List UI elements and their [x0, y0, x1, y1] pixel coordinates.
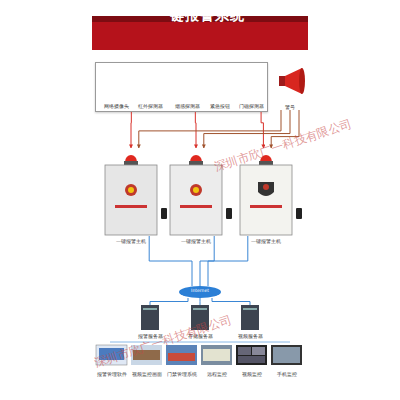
node-label: 手机监控	[264, 371, 309, 377]
node-label: 一键报警主机	[99, 238, 163, 244]
diagram-title: 一键报警系统	[0, 7, 400, 23]
connector	[150, 298, 188, 305]
sensor-panel: 网络摄像头红外探测器烟感探测器紧急按钮门磁探测器	[95, 62, 268, 112]
connector	[212, 298, 250, 305]
alarm-host-icons	[105, 155, 292, 235]
node-label: 报警管理软件	[89, 371, 134, 377]
node-label: 红外探测器	[128, 103, 172, 109]
screen: 门禁管理系统	[165, 345, 198, 377]
node-label: 警号	[266, 104, 314, 110]
connector	[195, 112, 197, 148]
node-label: 视频监控画面	[124, 371, 169, 377]
sensor-item: 烟感探测器	[171, 67, 203, 109]
watermark: 深圳市欣广一科技有限公司	[212, 116, 354, 177]
sensor-item: 门磁探测器	[236, 67, 266, 109]
node-label: 视频监控	[229, 371, 274, 377]
node-label: 网络摄像头	[94, 103, 138, 109]
network-cloud: Internet	[180, 286, 220, 298]
phone-icons	[161, 208, 302, 219]
node-label: 远程监控	[194, 371, 239, 377]
connector	[208, 236, 248, 286]
alarm-host: 一键报警主机	[105, 148, 157, 236]
screen: 手机监控	[270, 345, 303, 377]
node-label: 紧急按钮	[198, 103, 242, 109]
node-label: 一键报警主机	[234, 238, 298, 244]
node-label: Internet	[174, 288, 226, 294]
siren-icon	[279, 68, 305, 94]
siren: 警号	[272, 66, 308, 110]
sensor-item: 红外探测器	[134, 67, 166, 109]
node-label: 门磁探测器	[230, 103, 272, 109]
screen: 视频监控	[235, 345, 268, 377]
watermark: 深圳市欣广一科技有限公司	[92, 312, 234, 373]
sensor-item: 网络摄像头	[100, 67, 132, 109]
sensor-item: 紧急按钮	[204, 67, 236, 109]
connector	[149, 236, 192, 286]
screen: 远程监控	[200, 345, 233, 377]
connector	[200, 298, 201, 305]
connector	[139, 110, 281, 148]
node-label: 视频服务器	[226, 333, 274, 339]
connector	[200, 236, 214, 286]
connector	[131, 112, 132, 148]
server: 视频服务器	[232, 305, 268, 339]
node-label: 烟感探测器	[165, 103, 209, 109]
node-label: 门禁管理系统	[159, 371, 204, 377]
node-label: 一键报警主机	[164, 238, 228, 244]
